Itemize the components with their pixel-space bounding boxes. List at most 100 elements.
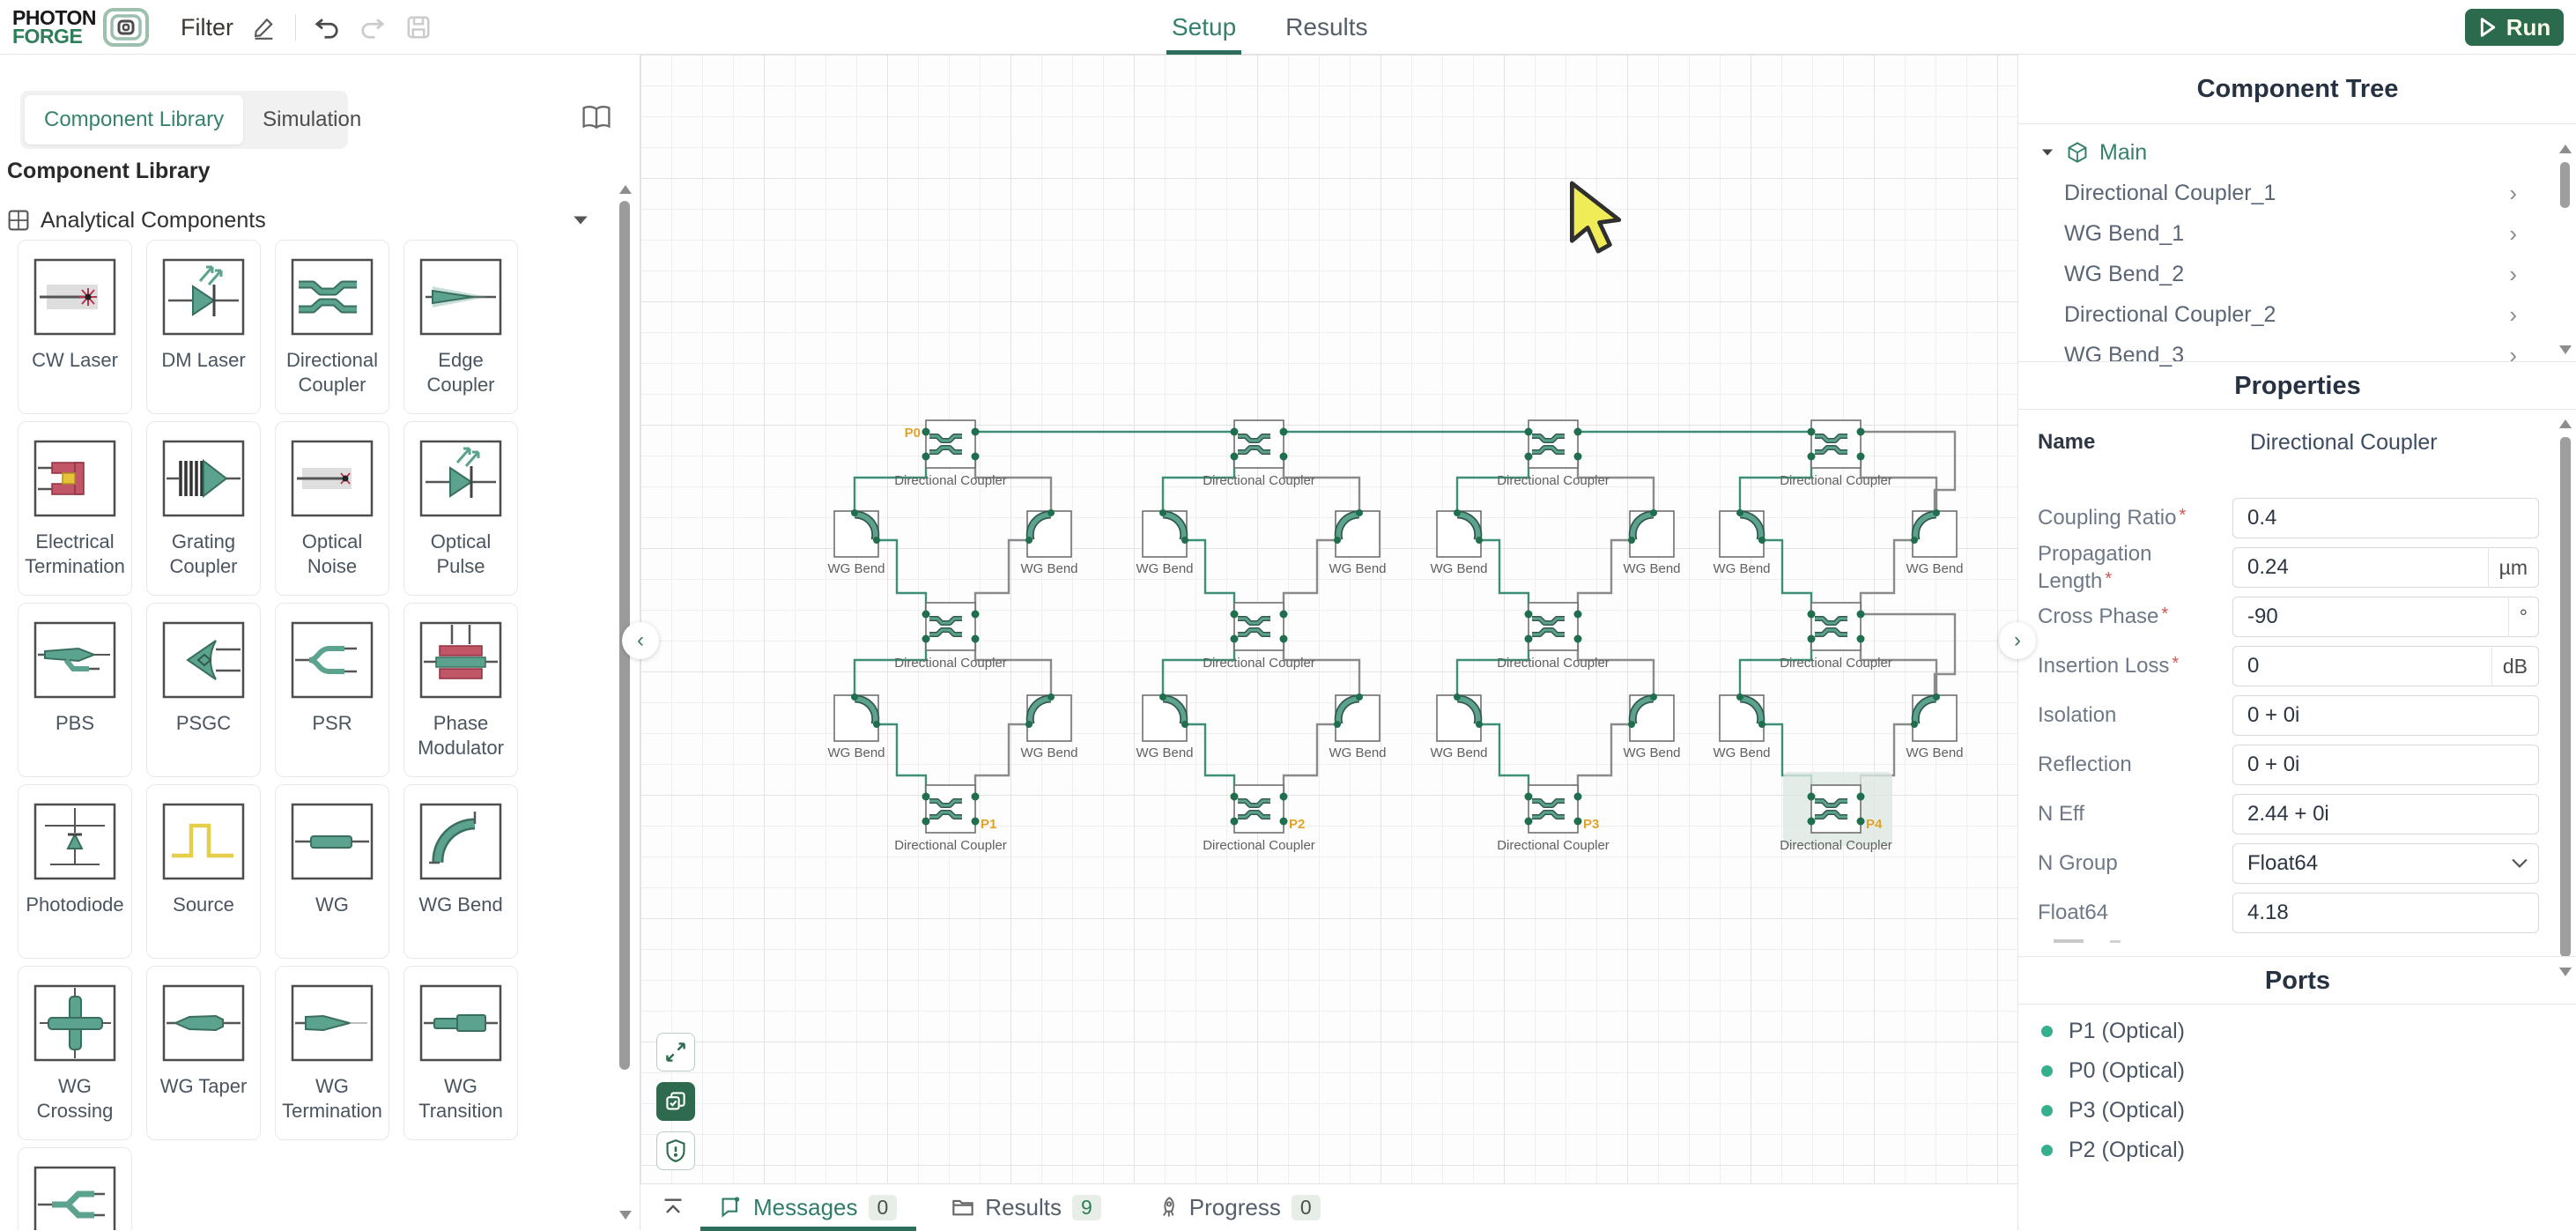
top-toolbar: PHOTON FORGE Filter bbox=[0, 0, 2576, 55]
nav-tab-setup[interactable]: Setup bbox=[1166, 0, 1242, 55]
component-card-cw-laser[interactable]: CW Laser bbox=[18, 240, 132, 414]
component-card-electrical-termination[interactable]: Electrical Termination bbox=[18, 421, 132, 596]
property-input-cross-phase[interactable]: -90 ° bbox=[2232, 597, 2539, 637]
port-list-item: P1 (Optical) bbox=[2041, 1012, 2185, 1050]
collapse-right-panel-button[interactable]: › bbox=[1999, 622, 2036, 659]
component-card-wg-transition[interactable]: WG Transition bbox=[403, 966, 518, 1140]
component-card-optical-noise[interactable]: Optical Noise bbox=[275, 421, 389, 596]
component-card-wg-termination[interactable]: WG Termination bbox=[275, 966, 389, 1140]
undo-button[interactable] bbox=[312, 12, 342, 42]
svg-text:WG Bend: WG Bend bbox=[1329, 745, 1386, 760]
component-card-pbs[interactable]: PBS bbox=[18, 603, 132, 777]
component-card-optical-pulse[interactable]: Optical Pulse bbox=[403, 421, 518, 596]
component-card-grating-coupler[interactable]: Grating Coupler bbox=[146, 421, 261, 596]
component-card-label: Edge Coupler bbox=[426, 349, 495, 396]
props-scroll-down-icon[interactable] bbox=[2559, 968, 2572, 976]
library-book-icon[interactable] bbox=[581, 104, 611, 135]
component-card-label: DM Laser bbox=[161, 349, 246, 371]
tree-item[interactable]: Directional Coupler_2 › bbox=[2018, 294, 2556, 335]
svg-text:Directional Coupler: Directional Coupler bbox=[1497, 473, 1610, 488]
property-input-insertion-loss[interactable]: 0 dB bbox=[2232, 646, 2539, 686]
tree-item-label: WG Bend_3 bbox=[2064, 342, 2185, 367]
component-tree-title: Component Tree bbox=[2196, 75, 2399, 103]
required-asterisk: * bbox=[2179, 506, 2187, 526]
component-card-phase-modulator[interactable]: Phase Modulator bbox=[403, 603, 518, 777]
shield-button[interactable] bbox=[656, 1131, 695, 1170]
toolbar-divider bbox=[295, 14, 296, 41]
sidebar-heading: Component Library bbox=[7, 159, 211, 183]
property-row-n-group: N Group Float64 bbox=[2018, 839, 2576, 888]
layers-button[interactable] bbox=[656, 1082, 695, 1121]
component-card-label: CW Laser bbox=[32, 349, 118, 371]
component-card-y-branch[interactable] bbox=[18, 1147, 132, 1230]
props-scrollbar[interactable] bbox=[2560, 437, 2571, 957]
property-input-isolation[interactable]: 0 + 0i bbox=[2232, 695, 2539, 736]
svg-text:WG Bend: WG Bend bbox=[1713, 561, 1770, 576]
property-row-propagation-length: Propagation Length* 0.24 µm bbox=[2018, 541, 2576, 593]
component-card-source[interactable]: Source bbox=[146, 784, 261, 959]
component-card-psr[interactable]: PSR bbox=[275, 603, 389, 777]
wg-icon bbox=[291, 803, 374, 880]
bottom-tab-label: Progress bbox=[1188, 1193, 1281, 1220]
props-scroll-up-icon[interactable] bbox=[2559, 419, 2572, 428]
unit-suffix: dB bbox=[2491, 646, 2538, 686]
component-card-wg-taper[interactable]: WG Taper bbox=[146, 966, 261, 1140]
count-badge: 0 bbox=[868, 1194, 898, 1220]
tree-item[interactable]: WG Bend_3 › bbox=[2018, 335, 2556, 375]
redo-button[interactable] bbox=[358, 12, 388, 42]
port-list-item: P2 (Optical) bbox=[2041, 1131, 2185, 1169]
scroll-up-icon[interactable] bbox=[619, 185, 632, 194]
component-card-edge-coupler[interactable]: Edge Coupler bbox=[403, 240, 518, 414]
property-input-n-eff[interactable]: 2.44 + 0i bbox=[2232, 794, 2539, 834]
property-label: Propagation Length* bbox=[2038, 541, 2152, 593]
property-select-n-group[interactable]: Float64 bbox=[2232, 843, 2539, 884]
bottom-tab-results[interactable]: Results 9 bbox=[943, 1184, 1110, 1231]
edit-filter-pencil-icon[interactable] bbox=[249, 12, 279, 42]
nav-tab-results[interactable]: Results bbox=[1285, 13, 1368, 41]
sidebar-tab-component-library[interactable]: Component Library bbox=[25, 95, 244, 145]
component-card-wg-bend[interactable]: WG Bend bbox=[403, 784, 518, 959]
expand-panel-up-button[interactable] bbox=[658, 1192, 688, 1222]
component-card-directional-coupler[interactable]: Directional Coupler bbox=[275, 240, 389, 414]
property-label: N Group bbox=[2038, 851, 2118, 876]
tree-item[interactable]: Directional Coupler_1 › bbox=[2018, 173, 2556, 213]
component-card-wg-crossing[interactable]: WG Crossing bbox=[18, 966, 132, 1140]
component-card-label: Optical Noise bbox=[301, 530, 363, 577]
component-card-photodiode[interactable]: Photodiode bbox=[18, 784, 132, 959]
tree-item-label: Directional Coupler_1 bbox=[2064, 180, 2276, 205]
component-card-dm-laser[interactable]: DM Laser bbox=[146, 240, 261, 414]
app-logo: PHOTON FORGE bbox=[12, 6, 151, 48]
component-card-label: Grating Coupler bbox=[169, 530, 238, 577]
collapse-left-panel-button[interactable]: ‹ bbox=[622, 622, 659, 659]
component-card-label: WG Termination bbox=[282, 1075, 382, 1122]
tree-item-main[interactable]: Main bbox=[2018, 132, 2556, 173]
bottom-tab-progress[interactable]: Progress 0 bbox=[1147, 1184, 1329, 1231]
optical-pulse-icon bbox=[419, 440, 502, 517]
property-label: Reflection bbox=[2038, 753, 2132, 777]
scroll-down-icon[interactable] bbox=[619, 1211, 632, 1220]
property-input-reflection[interactable]: 0 + 0i bbox=[2232, 745, 2539, 785]
analytical-components-section-header[interactable]: Analytical Components bbox=[7, 203, 588, 238]
property-label: Insertion Loss* bbox=[2038, 654, 2180, 679]
tree-scroll-down-icon[interactable] bbox=[2559, 345, 2572, 354]
bottom-tab-messages[interactable]: Messages 0 bbox=[700, 1184, 917, 1231]
caret-down-icon bbox=[2042, 149, 2053, 156]
property-input-propagation-length[interactable]: 0.24 µm bbox=[2232, 547, 2539, 588]
property-input-float64[interactable]: 4.18 bbox=[2232, 893, 2539, 933]
component-card-psgc[interactable]: PSGC bbox=[146, 603, 261, 777]
save-button[interactable] bbox=[403, 12, 433, 42]
tree-item[interactable]: WG Bend_2 › bbox=[2018, 254, 2556, 294]
component-card-wg[interactable]: WG bbox=[275, 784, 389, 959]
tree-scroll-up-icon[interactable] bbox=[2559, 145, 2572, 153]
tree-root-label: Main bbox=[2099, 139, 2148, 165]
photodiode-icon bbox=[33, 803, 116, 880]
tree-scrollbar[interactable] bbox=[2560, 162, 2570, 208]
tree-item[interactable]: WG Bend_1 › bbox=[2018, 213, 2556, 254]
fit-view-button[interactable] bbox=[656, 1033, 695, 1072]
property-input-coupling-ratio[interactable]: 0.4 bbox=[2232, 498, 2539, 538]
port-dot-icon bbox=[2041, 1104, 2053, 1116]
sidebar-tab-simulation[interactable]: Simulation bbox=[263, 108, 362, 131]
run-button[interactable]: Run bbox=[2465, 9, 2564, 46]
